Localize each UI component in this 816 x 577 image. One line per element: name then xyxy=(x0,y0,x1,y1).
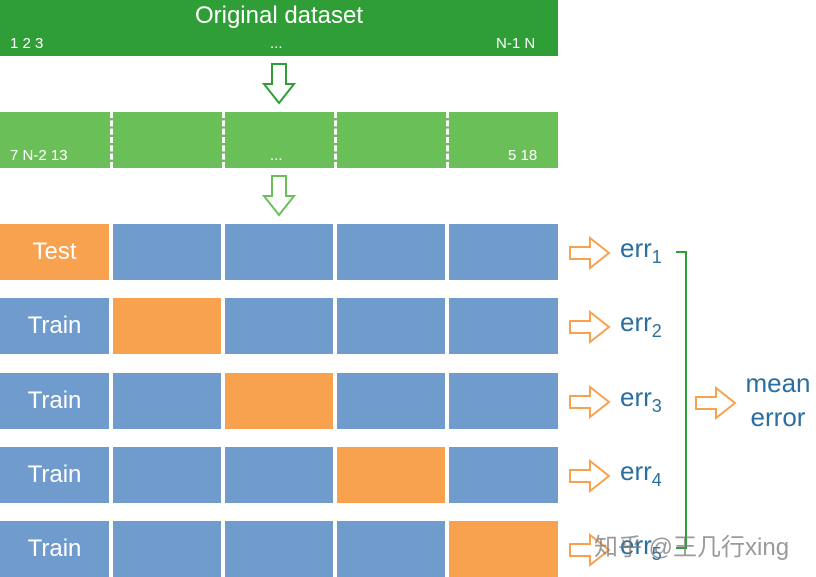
train-block xyxy=(225,298,333,354)
train-block xyxy=(337,373,445,429)
train-block xyxy=(225,447,333,503)
train-block xyxy=(337,298,445,354)
original-ticks-middle: ... xyxy=(270,35,283,52)
mean-error-line1: mean xyxy=(745,368,811,398)
original-dataset-bar xyxy=(0,0,558,56)
fold-label-train: Train xyxy=(0,447,109,503)
train-block xyxy=(449,373,558,429)
down-arrow-icon xyxy=(262,175,296,217)
error-label: err4 xyxy=(620,456,662,491)
fold-label-train: Train xyxy=(0,373,109,429)
error-bracket xyxy=(676,251,687,549)
test-block xyxy=(113,298,221,354)
mean-error-label: mean error xyxy=(740,366,816,434)
error-label: err5 xyxy=(620,530,662,565)
error-label: err1 xyxy=(620,233,662,268)
fold-divider xyxy=(446,112,449,168)
down-arrow-icon xyxy=(262,63,296,105)
right-arrow-icon xyxy=(569,459,611,493)
original-dataset-title: Original dataset xyxy=(194,2,364,29)
train-block xyxy=(225,521,333,577)
shuffled-dataset-bar xyxy=(0,112,558,168)
fold-divider xyxy=(110,112,113,168)
right-arrow-icon xyxy=(569,385,611,419)
fold-divider xyxy=(222,112,225,168)
shuffled-ticks-middle: ... xyxy=(270,147,283,164)
train-block xyxy=(225,224,333,280)
test-block xyxy=(449,521,558,577)
fold-label-train: Train xyxy=(0,298,109,354)
train-block xyxy=(449,298,558,354)
train-block xyxy=(449,224,558,280)
right-arrow-icon xyxy=(569,310,611,344)
error-label: err3 xyxy=(620,382,662,417)
watermark: 知乎 @王几行xing xyxy=(594,534,790,561)
error-label: err2 xyxy=(620,307,662,342)
train-block xyxy=(113,521,221,577)
train-block xyxy=(337,224,445,280)
fold-label-test: Test xyxy=(0,224,109,280)
original-ticks-right: N-1 N xyxy=(496,35,536,52)
train-block xyxy=(113,447,221,503)
train-block xyxy=(337,521,445,577)
right-arrow-icon xyxy=(569,236,611,270)
fold-divider xyxy=(334,112,337,168)
test-block xyxy=(225,373,333,429)
fold-label-train: Train xyxy=(0,521,109,577)
test-block xyxy=(337,447,445,503)
shuffled-ticks-right: 5 18 xyxy=(508,147,538,164)
train-block xyxy=(449,447,558,503)
train-block xyxy=(113,224,221,280)
train-block xyxy=(113,373,221,429)
mean-error-line2: error xyxy=(750,402,806,432)
right-arrow-icon xyxy=(695,386,737,420)
original-ticks-left: 1 2 3 xyxy=(10,35,44,52)
right-arrow-icon xyxy=(569,533,611,567)
shuffled-ticks-left: 7 N-2 13 xyxy=(10,147,68,164)
